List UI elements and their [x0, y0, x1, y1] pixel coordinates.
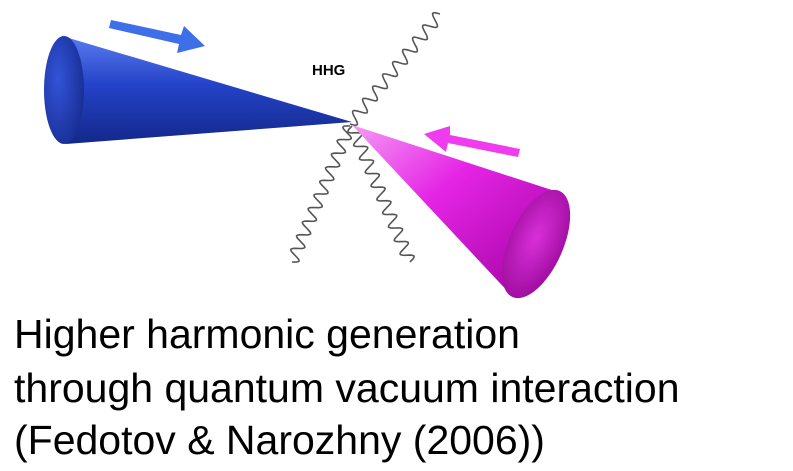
blue-laser-beam — [44, 36, 352, 144]
blue-beam-cone — [62, 36, 352, 144]
blue-direction-arrow-icon — [109, 20, 205, 53]
caption-line-2: through quantum vacuum interaction — [14, 365, 680, 411]
emitted-wave-upper — [349, 11, 441, 127]
caption-line-3: (Fedotov & Narozhny (2006)) — [14, 417, 545, 463]
magenta-direction-arrow-icon — [424, 126, 520, 157]
hhg-label: HHG — [312, 62, 345, 79]
diagram-figure: HHG — [44, 11, 571, 299]
caption-line-1: Higher harmonic generation — [14, 311, 520, 357]
emitted-wave-lower-right — [347, 125, 415, 263]
magenta-laser-beam — [352, 125, 571, 299]
magenta-beam-base — [501, 189, 571, 299]
emitted-wave-lower-left — [289, 125, 353, 263]
blue-beam-base — [44, 36, 84, 144]
